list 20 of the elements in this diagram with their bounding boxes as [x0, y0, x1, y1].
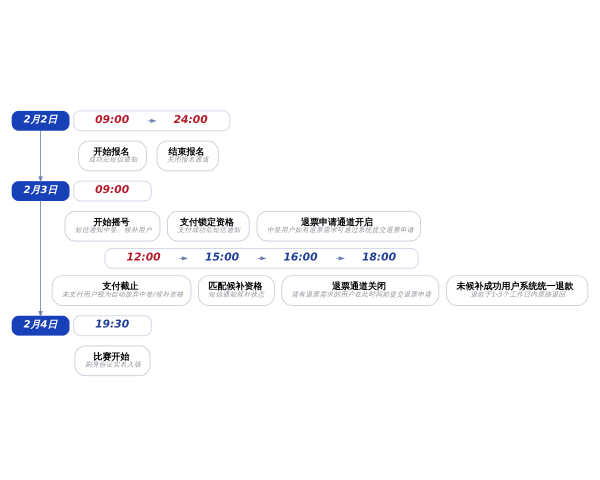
arrow [38, 130, 43, 183]
cluster [104, 248, 419, 269]
node-text: 18:00 [362, 250, 396, 264]
cluster [73, 315, 152, 336]
arrow [179, 256, 188, 261]
node-box: 2月2日 [12, 110, 70, 131]
node-text: 24:00 [174, 112, 208, 126]
node-box: 2月4日 [12, 316, 70, 336]
arrow [258, 256, 267, 261]
node-box: 2月3日 [12, 181, 70, 201]
arrow [336, 256, 346, 261]
node-text: 09:00 [95, 112, 130, 126]
node-text: 09:00 [95, 183, 130, 196]
arrow [38, 200, 43, 318]
node-text: 19:30 [95, 318, 130, 331]
node-text: 15:00 [204, 250, 240, 264]
cluster [73, 110, 230, 132]
node-text: 16:00 [283, 250, 318, 264]
node-text: 12:00 [126, 250, 161, 264]
cluster [73, 180, 152, 202]
